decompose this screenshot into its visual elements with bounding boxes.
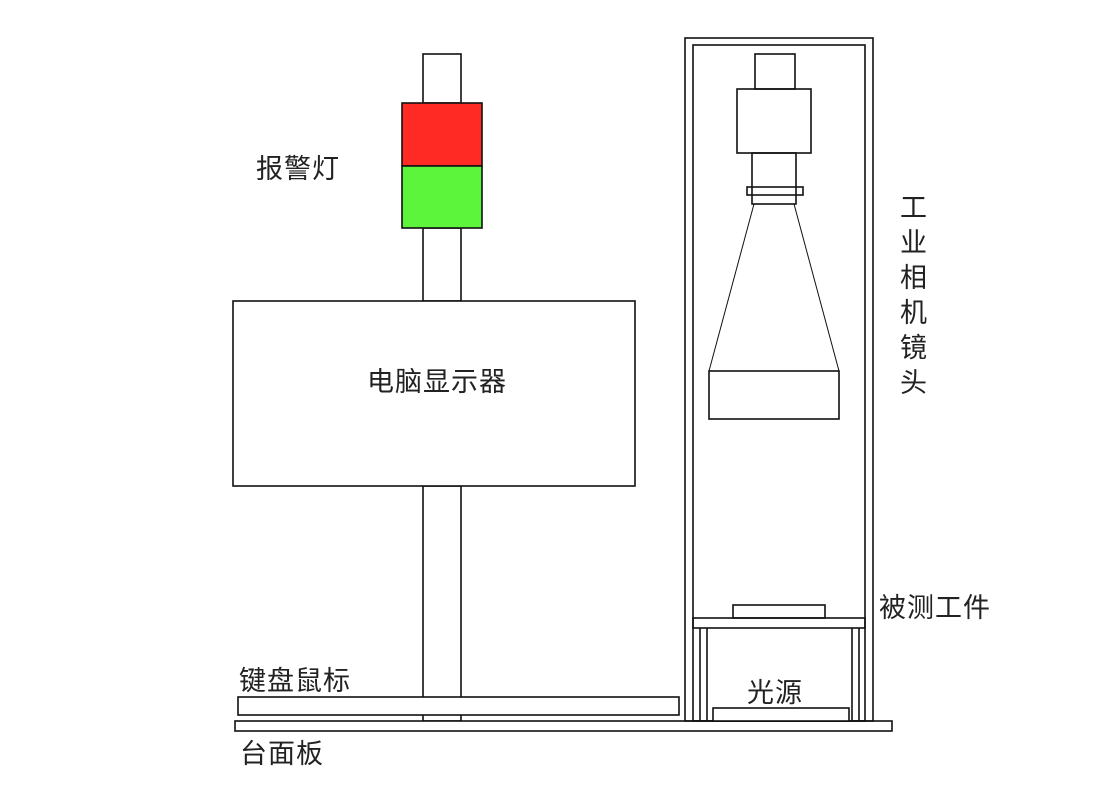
keyboard-board: [237, 696, 680, 716]
camera-top: [754, 53, 796, 90]
alarm-light-label: 报警灯: [256, 154, 340, 185]
monitor-stand-pole: [422, 485, 462, 722]
alarm-light-red: [401, 102, 483, 167]
light-source: [712, 707, 850, 722]
light-source-label: 光源: [747, 678, 803, 709]
computer-monitor: [232, 300, 636, 487]
workpiece-label: 被测工件: [879, 593, 991, 624]
fov-left-line: [708, 203, 755, 372]
alarm-pole-middle: [422, 227, 462, 302]
alarm-light-green: [401, 165, 483, 229]
table-board: [234, 720, 893, 732]
keyboard-mouse-label: 键盘鼠标: [239, 666, 351, 697]
fov-right-line: [793, 203, 840, 372]
inspection-platform: [692, 617, 866, 629]
camera-lens: [751, 152, 797, 205]
table-board-label: 台面板: [240, 739, 324, 770]
camera-lens-label: 工业相机镜头: [895, 193, 926, 403]
lens-ring: [746, 186, 804, 196]
alarm-pole-top: [422, 53, 462, 104]
fov-box: [708, 370, 840, 420]
camera-body: [736, 88, 812, 154]
workpiece: [732, 604, 826, 619]
monitor-label: 电脑显示器: [367, 367, 507, 398]
